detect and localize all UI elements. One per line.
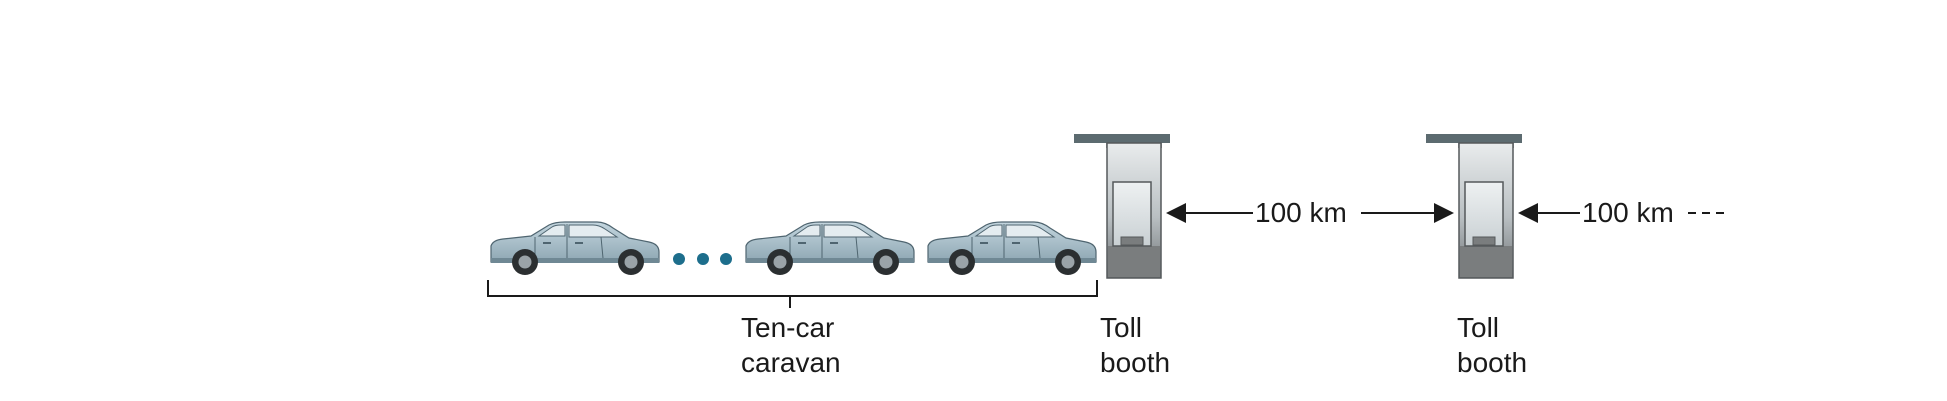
caravan-label-line1: Ten-car <box>741 312 834 343</box>
caravan-label-line2: caravan <box>741 347 841 378</box>
booth1-label-line2: booth <box>1100 347 1170 378</box>
ellipsis-dots <box>673 253 732 265</box>
booth1-label-line1: Toll <box>1100 312 1142 343</box>
distance-label-2: 100 km <box>1582 197 1674 228</box>
distance-label-1: 100 km <box>1255 197 1347 228</box>
car-second <box>745 221 915 276</box>
car-last <box>490 221 660 276</box>
booth2-label-line2: booth <box>1457 347 1527 378</box>
toll-booth-2 <box>1425 133 1523 279</box>
caravan-bracket <box>487 280 1098 308</box>
car-first <box>927 221 1097 276</box>
booth2-label-line1: Toll <box>1457 312 1499 343</box>
